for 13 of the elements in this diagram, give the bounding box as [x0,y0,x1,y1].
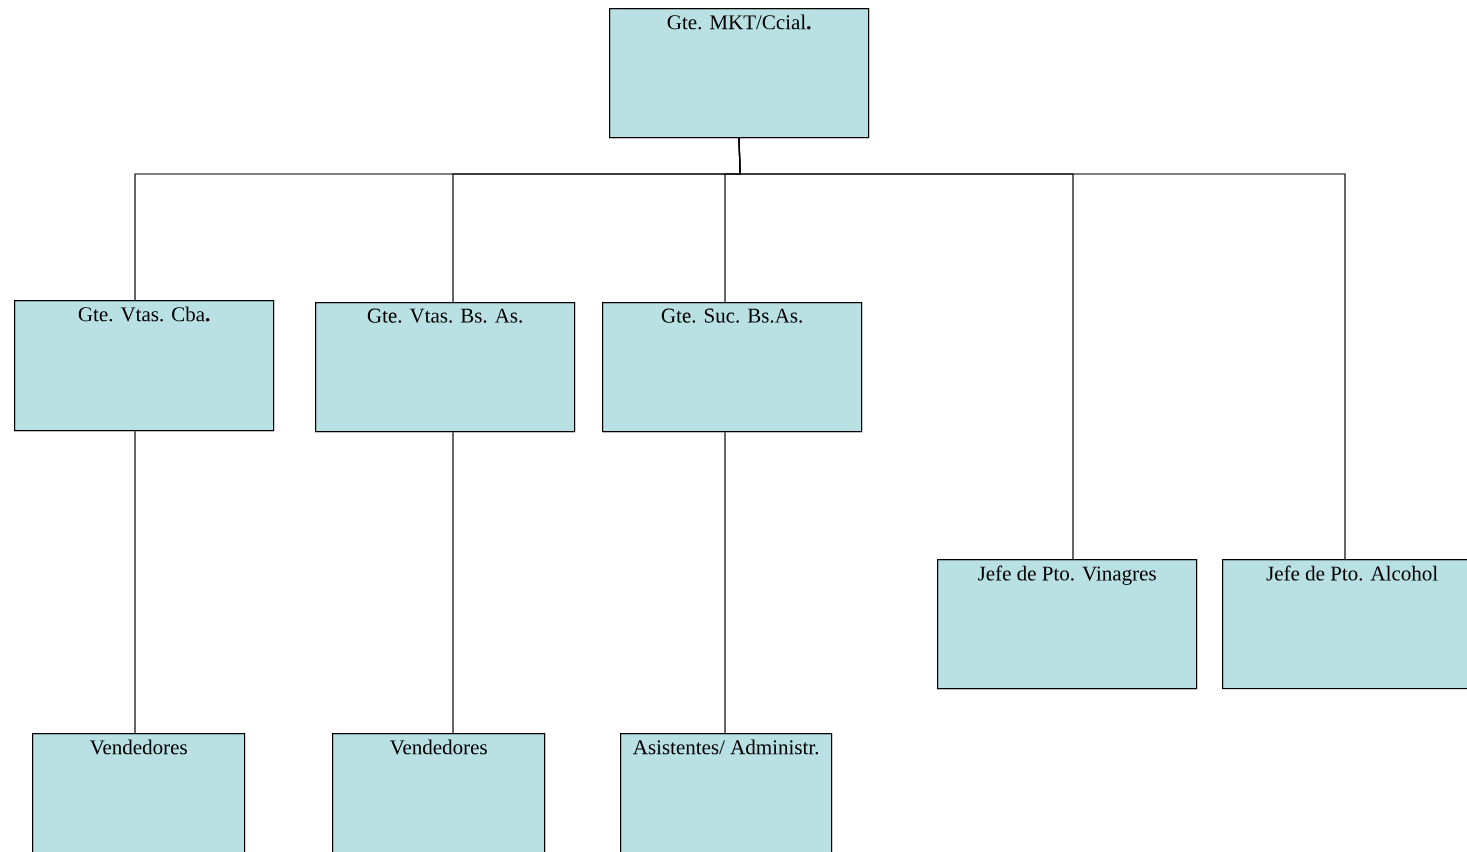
connector-line [738,137,1346,560]
connector-line [452,431,454,734]
org-box: Jefe de Pto. Vinagres [937,559,1198,690]
org-box: Gte. Vtas. Bs. As. [315,302,576,433]
connector-line [134,430,136,734]
org-box: Gte. Suc. Bs.As. [602,302,863,433]
org-box: Vendedores [32,733,246,852]
org-box: Gte. MKT/Ccial. [609,8,870,139]
org-box: Jefe de Pto. Alcohol [1222,559,1467,690]
org-box: Vendedores [332,733,546,852]
org-box: Asistentes/ Administr. [620,733,833,852]
connector-line [724,431,726,734]
org-box: Gte. Vtas. Cba. [14,300,275,432]
